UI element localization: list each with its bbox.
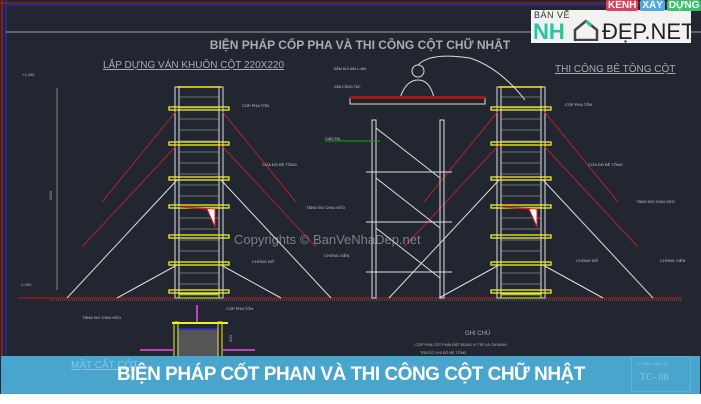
- left-column-brace: [66, 179, 178, 299]
- column-section: [140, 305, 255, 363]
- label-vibrator: ĐẦM DÙI U60 L=6M: [334, 67, 366, 71]
- left-column-tie: [81, 144, 178, 248]
- right-column-tie: [403, 144, 500, 248]
- left-column-base: [178, 293, 220, 299]
- right-column-clamp: [490, 176, 552, 181]
- left-column-brace: [220, 179, 332, 299]
- drawing-title: BIỆN PHÁP CỐP PHA VÀ THI CÔNG CỘT CHỮ NH…: [210, 37, 511, 52]
- left-column-clamp: [168, 234, 230, 239]
- sheet-label: KÝ HIỆU BẢN VẼ: [636, 361, 668, 366]
- channel-word-3: DỰNG: [666, 0, 701, 11]
- logo-nh-text: NH: [533, 19, 565, 44]
- label-support-left: CHỐNG ĐỠ: [252, 259, 275, 264]
- sheet-code: TC- 06: [640, 372, 669, 383]
- height-dimension: 2900: [48, 190, 53, 200]
- label-formwork-right: CỐP PHA TÔN: [565, 102, 592, 107]
- notes-title: GHI CHÚ: [465, 330, 490, 337]
- right-column-post-left: [496, 86, 502, 299]
- right-subtitle: THI CÔNG BÊ TÔNG CỘT: [555, 62, 675, 75]
- house-icon: [573, 19, 599, 41]
- label-diagonal-left: CHỐNG XIÊN: [324, 253, 349, 258]
- left-column-clamp: [168, 176, 230, 181]
- site-logo: BẢN VẼ NH ĐẸP.NET: [531, 10, 695, 44]
- level-top: +1,400: [22, 72, 35, 77]
- right-column-tie: [542, 109, 619, 203]
- copyright-watermark: Copyrights © BanVeNhaDep.net: [234, 232, 421, 247]
- left-column-clamp: [168, 261, 230, 266]
- label-platform: VÁN CÔNG TÁC: [334, 84, 361, 89]
- scaffold: [349, 55, 526, 299]
- right-column-clamp: [490, 204, 552, 209]
- left-column-clamp: [168, 289, 230, 294]
- left-column-tie: [220, 109, 297, 203]
- channel-badge: KÊNH XÂY DỰNG: [606, 0, 701, 11]
- notes-line-2: TRƯỚC KHI ĐỔ BÊ TÔNG: [420, 350, 467, 355]
- label-turnbuckle-left: TĂNG ĐƠ CHỊU KÉO: [306, 205, 345, 210]
- cad-drawing: BIỆN PHÁP CỐP PHA VÀ THI CÔNG CỘT CHỮ NH…: [0, 0, 701, 394]
- sheet-code-box: KÝ HIỆU BẢN VẼ TC- 06: [631, 356, 691, 392]
- caption-banner: MẶT CẮT CỘT BIỆN PHÁP CỐT PHAN VÀ THI CÔ…: [1, 356, 700, 394]
- right-column-post-right: [540, 86, 546, 299]
- right-column-clamp: [490, 261, 552, 266]
- label-formwork-left: CỐP PHA TÔN: [242, 103, 269, 108]
- channel-word-2: XÂY: [640, 0, 665, 11]
- label-pour-door-left: CỬA ĐỔ BÊ TÔNG: [262, 162, 297, 167]
- right-column-brace: [438, 264, 500, 299]
- left-column-post-left: [174, 86, 180, 299]
- left-column-brace: [220, 264, 282, 299]
- right-column-base: [500, 293, 542, 299]
- left-column-clamp: [168, 204, 230, 209]
- label-formwork-section: CỐP PHA TÔN: [226, 306, 253, 311]
- right-column-clamp: [490, 289, 552, 294]
- work-platform: [350, 96, 485, 99]
- channel-word-1: KÊNH: [606, 0, 639, 11]
- level-bottom: -1,250: [20, 282, 32, 287]
- drawing-canvas: BIỆN PHÁP CỐP PHA VÀ THI CÔNG CỘT CHỮ NH…: [0, 0, 701, 394]
- banner-title: BIỆN PHÁP CỐT PHAN VÀ THI CÔNG CỘT CHỮ N…: [117, 364, 585, 385]
- left-subtitle: LẮP DỰNG VÁN KHUÔN CỘT 220X220: [103, 58, 284, 71]
- left-column-clamp: [168, 106, 230, 111]
- right-column-clamp: [490, 141, 552, 146]
- label-diagonal-right: CHỐNG XIÊN: [660, 258, 685, 263]
- right-column-brace: [542, 179, 654, 299]
- section-dimension: 220: [228, 335, 233, 342]
- left-column-tie: [101, 109, 178, 203]
- left-column-clamp: [168, 141, 230, 146]
- label-turnbuckle-section: TĂNG ĐƠ CHỊU KÉO: [82, 315, 121, 320]
- section-title: MẶT CẮT CỘT: [71, 360, 139, 371]
- right-column-tie: [542, 144, 639, 248]
- right-column-brace: [542, 264, 604, 299]
- right-column-clamp: [490, 234, 552, 239]
- left-column-tie: [220, 144, 317, 248]
- label-support-right: CHỐNG ĐỠ: [576, 258, 599, 263]
- left-column-post-right: [218, 86, 224, 299]
- left-column-brace: [116, 264, 178, 299]
- right-column-pour-door: [500, 206, 538, 228]
- left-column-pour-door: [178, 206, 216, 228]
- label-pour-door-right: CỬA ĐỔ BÊ TÔNG: [588, 162, 623, 167]
- right-column-tie: [423, 109, 500, 203]
- logo-top-text: BẢN VẼ: [534, 10, 571, 20]
- notes-line-1: - CỐP PHA CỘT PHẢI ĐẶT ĐÚNG VỊ TRÍ VÀ ỔN…: [413, 342, 507, 347]
- label-turnbuckle-right: TĂNG ĐƠ CHỊU KÉO: [636, 199, 675, 204]
- right-column-clamp: [490, 106, 552, 111]
- label-scaffold: GIÁO PAL: [325, 137, 341, 141]
- logo-dep-text: ĐẸP.NET: [602, 19, 695, 44]
